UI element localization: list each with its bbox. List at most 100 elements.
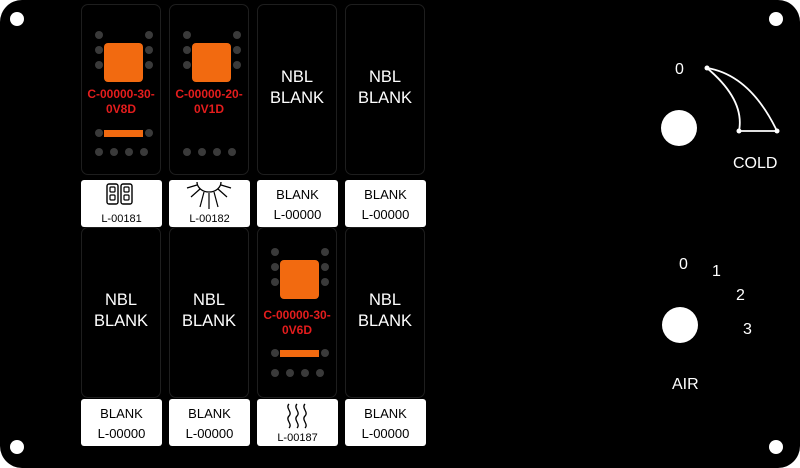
air-dial-knob[interactable] <box>662 307 698 343</box>
indicator-dot <box>183 31 191 39</box>
indicator-lamp <box>280 260 319 299</box>
label-text: BLANK <box>364 187 407 202</box>
rocker-switch-8[interactable]: NBL BLANK <box>345 227 425 398</box>
air-position-2: 2 <box>736 287 745 304</box>
switch-line-1: NBL <box>192 291 226 309</box>
switch-blank-text: NBL BLANK <box>346 290 424 332</box>
indicator-dot <box>110 148 118 156</box>
indicator-dot <box>271 248 279 256</box>
switch-label-3: BLANK L-00000 <box>257 180 338 227</box>
light-bulb-icon <box>186 181 232 209</box>
switch-part-code: C-00000-20- 0V1D <box>166 87 252 117</box>
switch-label-4: BLANK L-00000 <box>345 180 426 227</box>
air-position-3: 3 <box>743 321 752 338</box>
indicator-dot <box>271 349 279 357</box>
label-part-number: L-00000 <box>361 207 410 222</box>
rocker-switch-2[interactable]: C-00000-20- 0V1D <box>169 4 249 175</box>
indicator-bar <box>280 350 319 357</box>
indicator-dot <box>125 148 133 156</box>
label-part-number: L-00182 <box>189 213 230 225</box>
air-position-1: 1 <box>712 263 721 280</box>
switch-label-6: BLANK L-00000 <box>169 399 250 446</box>
rocker-switch-3[interactable]: NBL BLANK <box>257 4 337 175</box>
switch-line-2: BLANK <box>93 312 149 330</box>
mounting-hole-top-left <box>10 12 24 26</box>
indicator-dot <box>95 31 103 39</box>
switch-blank-text: NBL BLANK <box>346 67 424 109</box>
label-part-number: L-00000 <box>97 426 146 441</box>
mounting-hole-top-right <box>769 12 783 26</box>
heat-waves-icon <box>287 403 307 429</box>
label-text: BLANK <box>364 406 407 421</box>
label-part-number: L-00000 <box>361 426 410 441</box>
indicator-dot <box>95 61 103 69</box>
switch-line-2: BLANK <box>181 312 237 330</box>
indicator-dot <box>145 129 153 137</box>
switch-label-7: L-00187 <box>257 399 338 446</box>
switch-line-1: NBL <box>368 291 402 309</box>
switch-line-1: NBL <box>368 68 402 86</box>
code-line-1: C-00000-30- <box>87 87 155 101</box>
code-line-2: 0V1D <box>193 102 225 116</box>
indicator-lamp <box>192 43 231 82</box>
indicator-dot <box>228 148 236 156</box>
label-text: BLANK <box>100 406 143 421</box>
code-line-2: 0V6D <box>281 323 313 337</box>
mounting-hole-bottom-right <box>769 440 783 454</box>
indicator-dot <box>321 349 329 357</box>
switch-blank-text: NBL BLANK <box>170 290 248 332</box>
indicator-dot <box>271 278 279 286</box>
indicator-dot <box>183 46 191 54</box>
air-position-0: 0 <box>679 256 688 273</box>
air-dial-label: AIR <box>672 376 699 393</box>
indicator-dot <box>183 148 191 156</box>
label-text: BLANK <box>188 406 231 421</box>
switch-line-2: BLANK <box>357 312 413 330</box>
indicator-dot <box>183 61 191 69</box>
label-part-number: L-00000 <box>273 207 322 222</box>
switch-blank-text: NBL BLANK <box>258 67 336 109</box>
rocker-switch-4[interactable]: NBL BLANK <box>345 4 425 175</box>
indicator-dot <box>140 148 148 156</box>
switch-label-5: BLANK L-00000 <box>81 399 162 446</box>
label-part-number: L-00187 <box>277 432 318 444</box>
rocker-switch-1[interactable]: C-00000-30- 0V8D <box>81 4 161 175</box>
indicator-dot <box>301 369 309 377</box>
code-line-1: C-00000-30- <box>263 308 331 322</box>
indicator-dot <box>233 46 241 54</box>
indicator-dot <box>233 61 241 69</box>
switch-line-1: NBL <box>280 68 314 86</box>
indicator-dot <box>316 369 324 377</box>
indicator-dot <box>213 148 221 156</box>
label-text: BLANK <box>276 187 319 202</box>
indicator-bar <box>104 130 143 137</box>
indicator-dot <box>271 369 279 377</box>
switch-label-8: BLANK L-00000 <box>345 399 426 446</box>
cold-dial-label: COLD <box>733 155 778 172</box>
indicator-dot <box>145 46 153 54</box>
switch-line-2: BLANK <box>269 89 325 107</box>
indicator-dot <box>95 46 103 54</box>
mounting-hole-bottom-left <box>10 440 24 454</box>
indicator-dot <box>321 248 329 256</box>
indicator-dot <box>95 148 103 156</box>
indicator-dot <box>233 31 241 39</box>
cold-dial-knob[interactable] <box>661 110 697 146</box>
label-part-number: L-00181 <box>101 213 142 225</box>
rocker-switch-6[interactable]: NBL BLANK <box>169 227 249 398</box>
switch-line-2: BLANK <box>357 89 413 107</box>
rocker-switch-7[interactable]: C-00000-30- 0V6D <box>257 227 337 398</box>
indicator-dot <box>198 148 206 156</box>
switch-line-1: NBL <box>104 291 138 309</box>
indicator-dot <box>321 263 329 271</box>
indicator-dot <box>286 369 294 377</box>
switch-part-code: C-00000-30- 0V8D <box>78 87 164 117</box>
indicator-dot <box>321 278 329 286</box>
rocker-switch-5[interactable]: NBL BLANK <box>81 227 161 398</box>
switch-blank-text: NBL BLANK <box>82 290 160 332</box>
indicator-dot <box>145 61 153 69</box>
switch-label-1: L-00181 <box>81 180 162 227</box>
code-line-1: C-00000-20- <box>175 87 243 101</box>
switch-label-2: L-00182 <box>169 180 250 227</box>
